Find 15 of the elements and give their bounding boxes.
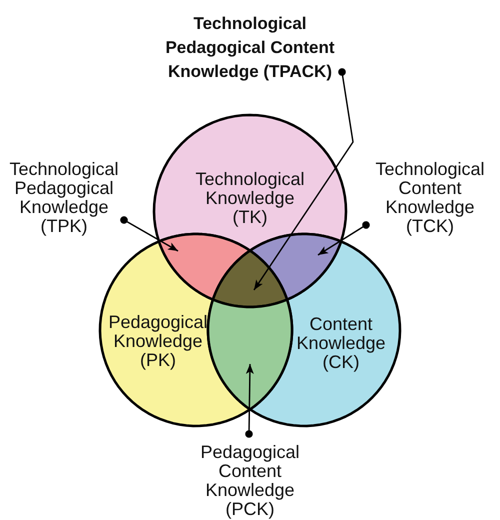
circle-label: Technological Knowledge (TK)	[194, 170, 306, 227]
circle-label: Pedagogical Knowledge (PK)	[107, 313, 209, 370]
lens-region	[248, 232, 342, 301]
callout-label: Technological Pedagogical Knowledge (TPK)	[6, 160, 122, 236]
leader-line	[245, 364, 254, 438]
center-region	[212, 249, 288, 308]
leader-line	[318, 221, 370, 256]
callout-label: Technological Pedagogical Content Knowledge (TPACK)	[162, 12, 338, 84]
leader-line	[253, 68, 354, 290]
leader-line	[120, 216, 178, 252]
lens-region	[206, 298, 294, 411]
callout-label: Pedagogical Content Knowledge (PCK)	[198, 443, 302, 519]
lens-region	[158, 232, 252, 301]
callout-label: Technological Content Knowledge (TCK)	[372, 160, 488, 236]
circle-label: Content Knowledge (CK)	[295, 315, 387, 372]
